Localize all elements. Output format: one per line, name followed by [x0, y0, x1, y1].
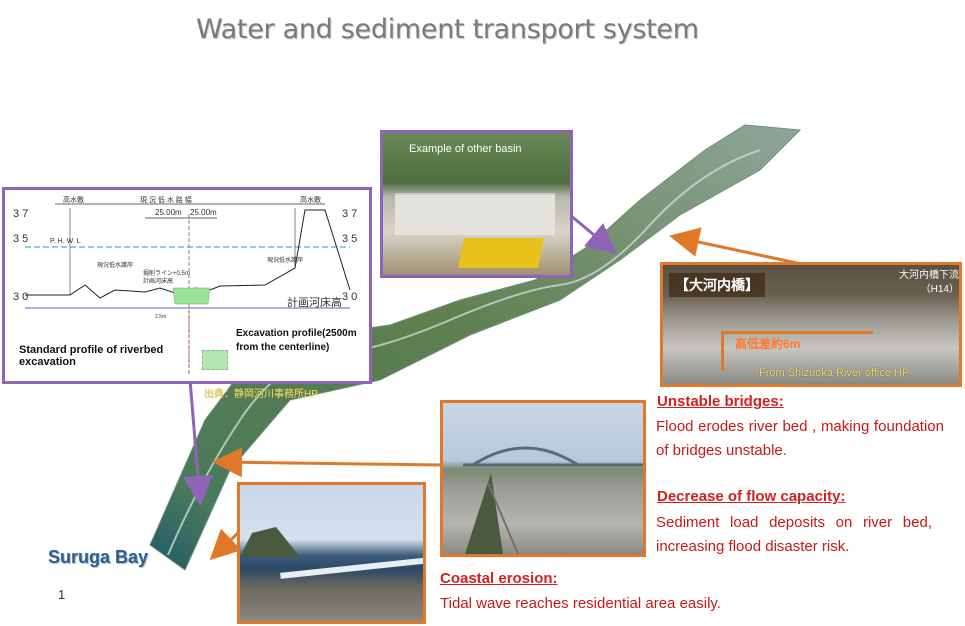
page-title: Water and sediment transport system [196, 14, 699, 45]
coast-photo [237, 482, 426, 624]
note-right-revetment: 現況低水護岸 [267, 256, 303, 264]
height-diff-vertical [721, 331, 724, 371]
basin-photo: Example of other basin [380, 130, 573, 278]
tick-right-37: 3 7 [342, 208, 357, 220]
profile-caption: Standard profile of riverbed excavation [19, 344, 164, 368]
note-excavation-line: 掘削ライン+0.5m [143, 269, 190, 277]
tick-right-35: 3 5 [342, 233, 357, 245]
tick-left-37: 3 7 [13, 208, 28, 220]
coastal-erosion-heading: Coastal erosion: [440, 570, 558, 587]
flow-capacity-heading: Decrease of flow capacity: [657, 488, 846, 505]
dam-wall [395, 193, 555, 235]
bridge-subtitle: 大河内橋下流（H14） [899, 270, 959, 295]
excavator [458, 238, 544, 268]
riverbed-profile-chart: 3 7 3 5 3 0 3 7 3 5 3 0 高水敷 現 況 低 水 路 幅 … [13, 195, 357, 375]
width-right: 25.00m [190, 208, 217, 217]
arch-bridge-drawing [463, 446, 643, 554]
page-number: 1 [58, 587, 66, 602]
width-left: 25.00m [155, 208, 182, 217]
bridge-photo: 【大河内橋】 大河内橋下流（H14） 高低差約6m From Shizuoka … [660, 262, 962, 387]
tick-right-30: 3 0 [342, 291, 357, 303]
coast-arrow [209, 528, 242, 561]
note-left-revetment: 現況低水護岸 [97, 261, 133, 269]
basin-photo-label: Example of other basin [409, 143, 522, 155]
arch-bridge-photo [440, 400, 646, 557]
excavation-legend-swatch [202, 350, 228, 370]
height-diff-line [723, 331, 873, 334]
bridge-title-badge: 【大河内橋】 [669, 273, 765, 297]
coast-headland [240, 527, 300, 557]
flow-arrow [212, 447, 443, 478]
tick-left-30: 3 0 [13, 291, 28, 303]
flow-capacity-text: Sediment load deposits on river bed, inc… [656, 514, 932, 555]
bridge-arrow [669, 227, 807, 267]
unstable-bridges-heading: Unstable bridges: [657, 393, 784, 410]
label-channel-width: 現 況 低 水 路 幅 [140, 195, 192, 204]
coastal-erosion-text: Tidal wave reaches residential area easi… [440, 595, 721, 612]
label-high-bank-right: 高水敷 [300, 195, 321, 204]
label-high-bank-left: 高水敷 [63, 195, 84, 204]
coast-surf [280, 557, 423, 579]
profile-source: 出典：静岡河川事務所HP [204, 389, 318, 400]
note-planned-bed: 計画河床高 [143, 277, 173, 285]
river-channel [167, 149, 761, 556]
profile-arrow [183, 379, 213, 506]
small-dim-label: 2.5m [155, 314, 166, 320]
excavation-area [172, 287, 211, 305]
height-diff-annotation: 高低差約6m [735, 337, 801, 351]
bed-height-label: 計画河床高 [287, 295, 342, 309]
unstable-bridges-text: Flood erodes river bed , making foundati… [656, 418, 944, 459]
bridge-photo-source: From Shizuoka River office HP [759, 367, 910, 379]
ground-profile [25, 209, 351, 299]
excavation-legend-text: Excavation profile(2500m from the center… [236, 328, 357, 353]
tick-left-35: 3 5 [13, 233, 28, 245]
riverbed-profile-panel: 3 7 3 5 3 0 3 7 3 5 3 0 高水敷 現 況 低 水 路 幅 … [2, 187, 372, 384]
hwl-label: P. H. W. L [50, 238, 81, 245]
suruga-bay-label: Suruga Bay [48, 547, 149, 567]
